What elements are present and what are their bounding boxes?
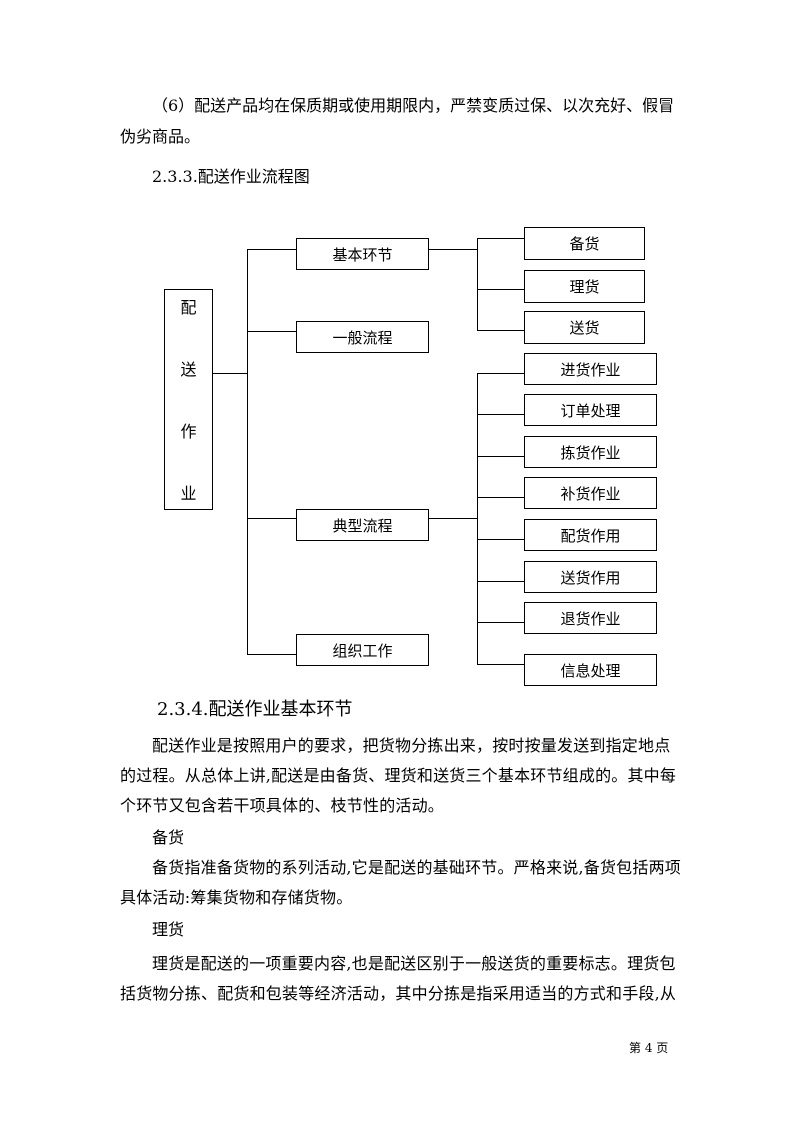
lihuo-title: 理货: [152, 920, 185, 939]
connector: [477, 289, 524, 290]
connector: [477, 497, 524, 498]
connector: [477, 539, 524, 540]
connector: [477, 373, 478, 665]
flowchart-node-dingdan: 订单处理: [524, 394, 657, 426]
flowchart-node-organization: 组织工作: [296, 634, 429, 666]
connector: [247, 331, 296, 332]
flowchart-node-basic: 基本环节: [296, 238, 429, 270]
connector: [477, 622, 524, 623]
flowchart-node-peihuo: 配货作用: [524, 519, 657, 551]
flowchart-node-tuihuo: 退货作业: [524, 602, 657, 634]
connector: [247, 518, 296, 519]
connector: [247, 249, 248, 655]
page-number: 第 4 页: [629, 1041, 669, 1055]
flowchart-node-lihuo: 理货: [524, 270, 645, 303]
flowchart-node-jinhuo: 进货作业: [524, 353, 657, 385]
connector: [429, 249, 477, 250]
flowchart-node-jianhuo: 拣货作业: [524, 436, 657, 468]
connector: [213, 373, 248, 374]
connector: [477, 238, 524, 239]
section-heading-2-3-4: 2.3.4.配送作业基本环节: [157, 699, 353, 720]
item-6-line-1: （6）配送产品均在保质期或使用期限内，严禁变质过保、以次充好、假冒: [152, 96, 675, 115]
flowchart-root-box: 配 送 作 业: [164, 289, 213, 510]
connector: [429, 518, 477, 519]
connector: [477, 581, 524, 582]
flowchart-node-beihuo: 备货: [524, 227, 645, 260]
flowchart-node-songhuo: 送货: [524, 311, 645, 344]
root-char-4: 业: [180, 484, 197, 503]
connector: [247, 249, 296, 250]
connector: [477, 456, 524, 457]
flowchart-node-songhuo-zuoyong: 送货作用: [524, 561, 657, 593]
connector: [477, 238, 478, 331]
flowchart-node-xinxi: 信息处理: [524, 654, 657, 686]
flowchart-node-typical: 典型流程: [296, 509, 429, 541]
section-heading-2-3-3: 2.3.3.配送作业流程图: [152, 167, 310, 186]
connector: [477, 330, 524, 331]
root-char-1: 配: [180, 298, 197, 317]
lihuo-paragraph: 理货是配送的一项重要内容,也是配送区别于一般送货的重要标志。理货包括货物分拣、配…: [120, 954, 677, 1003]
connector: [477, 373, 524, 374]
flowchart-node-buhuo: 补货作业: [524, 477, 657, 509]
root-char-3: 作: [180, 422, 197, 441]
item-6-line-2: 伪劣商品。: [120, 127, 201, 146]
connector: [247, 654, 296, 655]
flowchart-node-general: 一般流程: [296, 321, 429, 353]
connector: [477, 414, 524, 415]
intro-paragraph: 配送作业是按照用户的要求，把货物分拣出来，按时按量发送到指定地点的过程。从总体上…: [120, 736, 677, 815]
connector: [477, 664, 524, 665]
beihuo-paragraph: 备货指准备货物的系列活动,它是配送的基础环节。严格来说,备货包括两项具体活动:筹…: [120, 858, 681, 907]
root-char-2: 送: [180, 360, 197, 379]
beihuo-title: 备货: [152, 828, 185, 847]
